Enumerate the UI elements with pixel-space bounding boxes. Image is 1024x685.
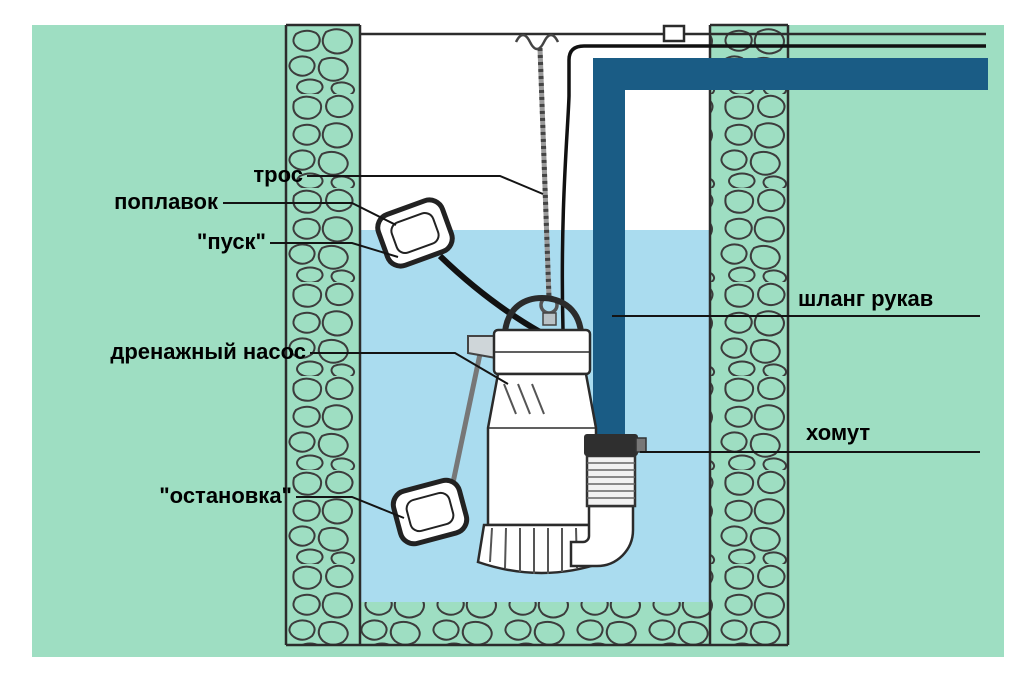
- float-stop: [390, 477, 470, 547]
- hose-clamp: [584, 434, 647, 456]
- hose-adapter: [585, 454, 637, 508]
- cable-connector: [662, 24, 686, 43]
- label-pump-line: [310, 352, 509, 385]
- pump-handle: [502, 294, 584, 333]
- outlet-elbow: [569, 504, 635, 568]
- power-cable: [560, 44, 986, 331]
- label-start: "пуск": [197, 229, 266, 254]
- label-start-line: [270, 242, 399, 258]
- rope: [514, 33, 560, 326]
- pit-bottom-stones: [360, 602, 710, 645]
- float-stop-cable: [447, 353, 483, 498]
- float-start: [375, 197, 455, 269]
- label-stop-line: [296, 496, 405, 519]
- label-float-line: [223, 202, 397, 226]
- label-hose: шланг рукав: [798, 286, 933, 311]
- label-rope-line: [307, 175, 544, 195]
- stone-wall-right: [708, 23, 790, 645]
- stone-wall-left: [284, 23, 362, 645]
- label-rope: трос: [253, 162, 303, 187]
- label-pump: дренажный насос: [110, 339, 306, 364]
- rope-spring: [514, 33, 560, 51]
- pump-body: [486, 372, 598, 527]
- pump-cable-gland: [467, 335, 497, 360]
- pump-base-flutes: [489, 527, 593, 574]
- label-stop: "остановка": [159, 483, 292, 508]
- label-clamp: хомут: [806, 420, 870, 445]
- pit-interior: [360, 25, 710, 230]
- label-float: поплавок: [114, 189, 219, 214]
- drainage-pump: [467, 294, 606, 575]
- float-start-cable: [437, 253, 542, 335]
